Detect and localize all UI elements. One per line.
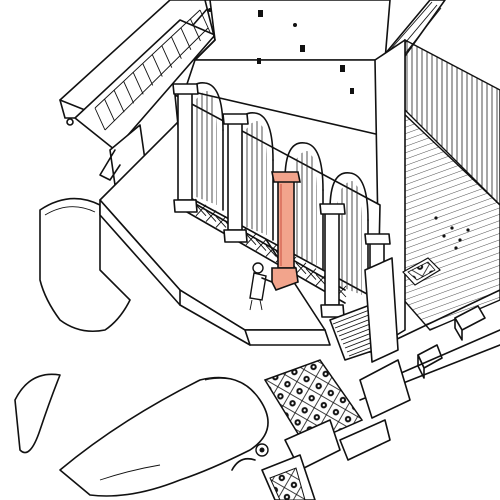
front-stairs — [329, 257, 411, 419]
side-hall — [359, 38, 500, 401]
fountain — [231, 443, 316, 500]
arch — [284, 142, 324, 191]
arch-shadow — [191, 91, 217, 205]
ground-outline — [14, 197, 269, 497]
window-icon — [300, 45, 305, 52]
upper-staircase — [59, 0, 216, 186]
column-capital — [172, 83, 199, 95]
column — [227, 119, 243, 231]
window-icon — [350, 88, 354, 94]
column-capital — [364, 233, 391, 245]
figure — [249, 262, 273, 311]
column-base — [223, 229, 248, 243]
column-capital — [319, 203, 346, 215]
tiled-forecourt — [263, 359, 391, 471]
arch-shadow — [241, 121, 267, 235]
highlighted-column — [271, 171, 301, 291]
arch-shadow — [336, 181, 362, 295]
window-icon — [257, 58, 261, 64]
column — [177, 89, 193, 201]
upper-wall — [184, 0, 391, 136]
balustrade-rail — [179, 194, 346, 291]
column-capital — [222, 113, 249, 125]
column-base — [173, 199, 198, 213]
arcade-platform — [99, 114, 331, 346]
arch — [329, 172, 369, 221]
window-icon — [340, 65, 345, 72]
arch-shadow — [291, 151, 317, 265]
balustrade-rail — [179, 207, 346, 304]
window-icon — [258, 10, 263, 17]
column — [324, 209, 340, 306]
floor-mat — [402, 257, 441, 286]
floor-rosettes — [434, 216, 470, 250]
